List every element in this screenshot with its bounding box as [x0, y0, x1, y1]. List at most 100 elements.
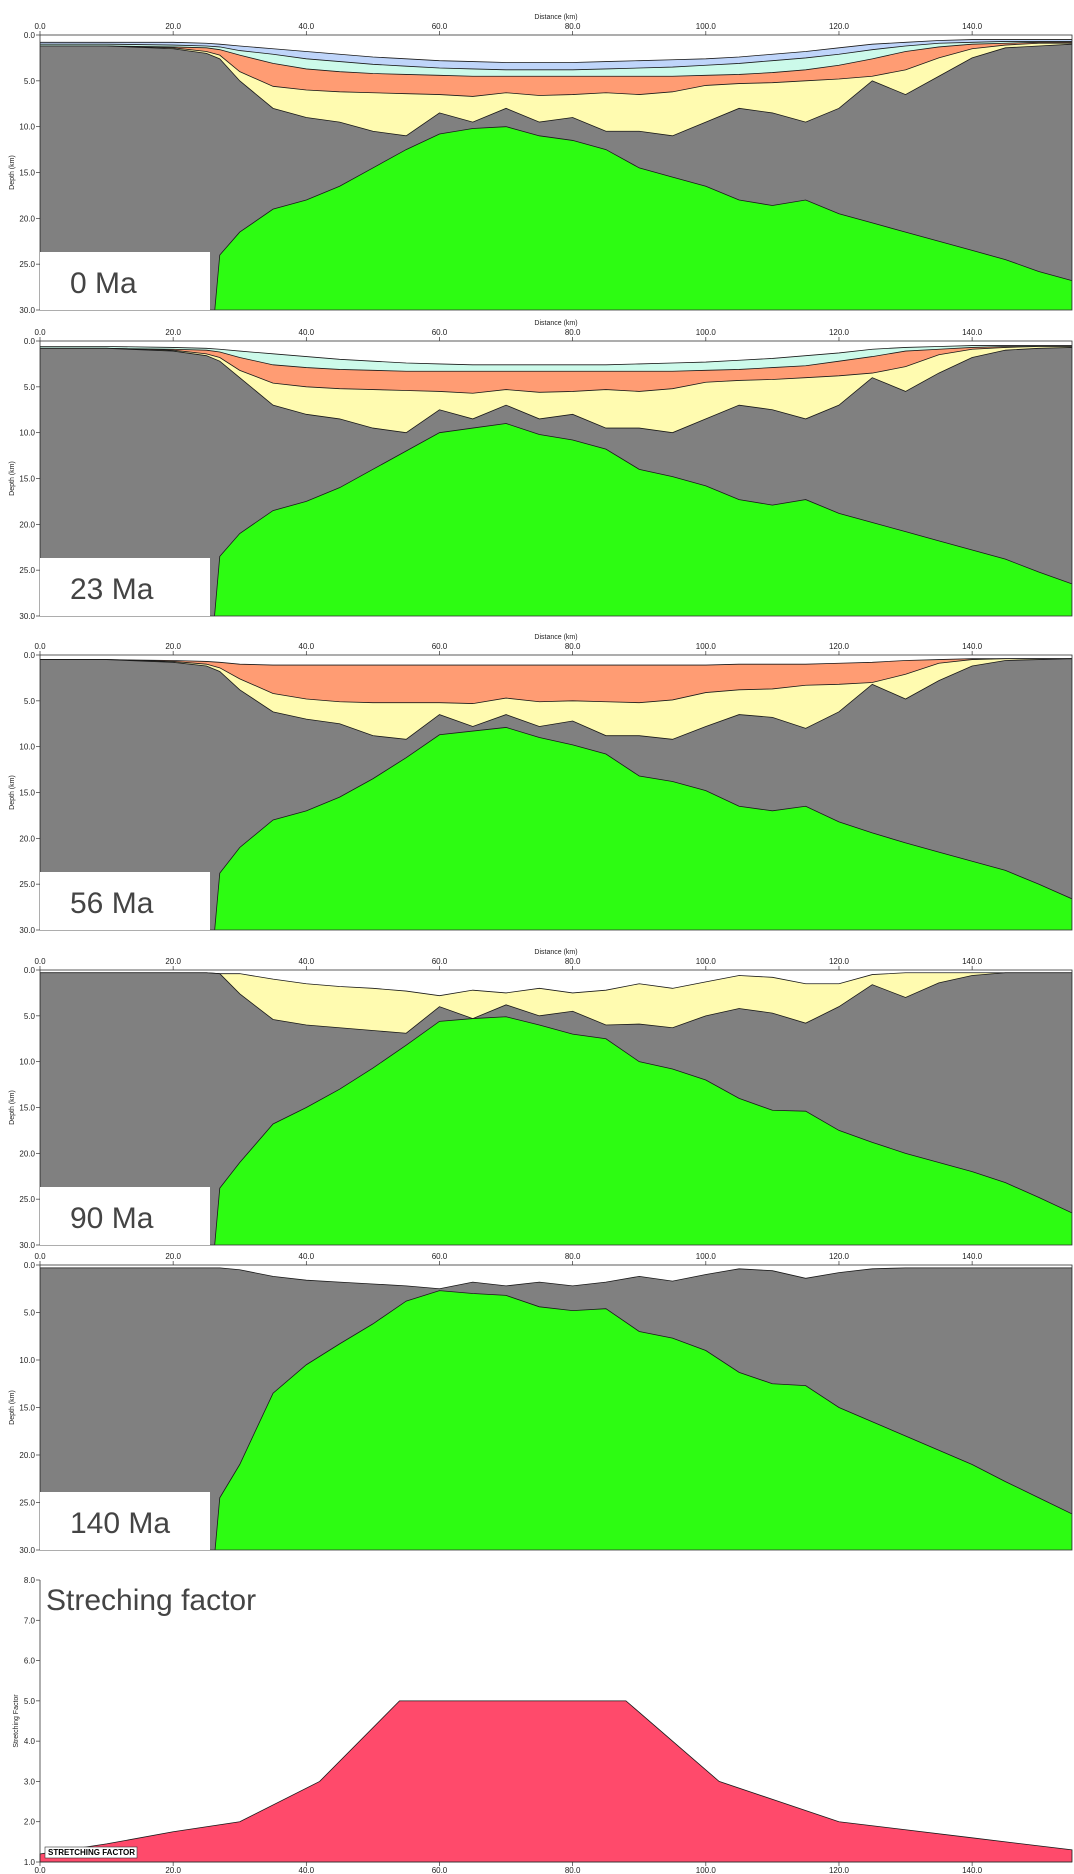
sf-x-tick-label: 60.0 — [432, 1866, 448, 1874]
x-tick-label: 0.0 — [34, 22, 46, 31]
y-tick-label: 5.0 — [24, 1309, 36, 1318]
x-tick-label: 120.0 — [829, 328, 850, 337]
age-label-box — [40, 872, 210, 930]
x-axis-title: Distance (km) — [534, 634, 577, 641]
y-tick-label: 15.0 — [19, 789, 35, 798]
x-tick-label: 20.0 — [165, 1252, 181, 1261]
sf-y-tick-label: 2.0 — [24, 1818, 36, 1827]
x-tick-label: 40.0 — [299, 1252, 315, 1261]
age-label: 90 Ma — [70, 1202, 154, 1235]
x-tick-label: 20.0 — [165, 22, 181, 31]
x-tick-label: 140.0 — [962, 1252, 983, 1261]
y-tick-label: 10.0 — [19, 1058, 35, 1067]
layer-mantle — [214, 1290, 1072, 1550]
stretching-factor-area — [39, 1700, 1073, 1863]
sf-x-tick-label: 40.0 — [299, 1866, 315, 1874]
sf-title: Streching factor — [46, 1584, 256, 1617]
y-tick-label: 25.0 — [19, 1195, 35, 1204]
x-tick-label: 80.0 — [565, 1252, 581, 1261]
sf-y-tick-label: 8.0 — [24, 1576, 36, 1585]
x-tick-label: 40.0 — [299, 22, 315, 31]
y-tick-label: 30.0 — [19, 612, 35, 621]
y-tick-label: 15.0 — [19, 169, 35, 178]
x-tick-label: 0.0 — [34, 642, 46, 651]
y-tick-label: 0.0 — [24, 1261, 36, 1270]
y-tick-label: 10.0 — [19, 1356, 35, 1365]
x-tick-label: 80.0 — [565, 328, 581, 337]
x-tick-label: 120.0 — [829, 957, 850, 966]
sf-legend-label: STRETCHING FACTOR — [48, 1848, 135, 1857]
age-label: 23 Ma — [70, 573, 154, 606]
x-tick-label: 140.0 — [962, 328, 983, 337]
sf-x-tick-label: 140.0 — [962, 1866, 983, 1874]
y-tick-label: 25.0 — [19, 1499, 35, 1508]
y-tick-label: 5.0 — [24, 383, 36, 392]
x-tick-label: 0.0 — [34, 328, 46, 337]
sf-y-tick-label: 3.0 — [24, 1777, 36, 1786]
x-tick-label: 0.0 — [34, 957, 46, 966]
sf-y-axis-title: Stretching Factor — [13, 1694, 20, 1748]
y-tick-label: 30.0 — [19, 1546, 35, 1555]
x-tick-label: 60.0 — [432, 22, 448, 31]
y-tick-label: 25.0 — [19, 260, 35, 269]
x-tick-label: 40.0 — [299, 328, 315, 337]
y-tick-label: 10.0 — [19, 123, 35, 132]
y-tick-label: 5.0 — [24, 1012, 36, 1021]
y-tick-label: 15.0 — [19, 475, 35, 484]
y-tick-label: 0.0 — [24, 337, 36, 346]
x-tick-label: 40.0 — [299, 957, 315, 966]
y-tick-label: 25.0 — [19, 880, 35, 889]
x-tick-label: 140.0 — [962, 22, 983, 31]
x-tick-label: 100.0 — [696, 22, 717, 31]
y-tick-label: 0.0 — [24, 31, 36, 40]
y-axis-title: Depth (km) — [9, 1390, 16, 1425]
x-tick-label: 60.0 — [432, 642, 448, 651]
y-tick-label: 5.0 — [24, 697, 36, 706]
y-tick-label: 0.0 — [24, 651, 36, 660]
section-layers — [40, 1265, 1072, 1550]
x-tick-label: 120.0 — [829, 22, 850, 31]
y-axis-title: Depth (km) — [9, 775, 16, 810]
y-tick-label: 20.0 — [19, 520, 35, 529]
age-label-box — [40, 1187, 210, 1245]
section-layers — [40, 341, 1072, 616]
x-tick-label: 60.0 — [432, 328, 448, 337]
layer-mantle — [214, 1016, 1072, 1245]
sf-y-tick-label: 7.0 — [24, 1616, 36, 1625]
sf-x-tick-label: 120.0 — [829, 1866, 850, 1874]
age-label-box — [40, 558, 210, 616]
y-tick-label: 25.0 — [19, 566, 35, 575]
age-label: 56 Ma — [70, 887, 154, 920]
x-tick-label: 0.0 — [34, 1252, 46, 1261]
x-tick-label: 140.0 — [962, 642, 983, 651]
section-layers — [40, 970, 1072, 1245]
y-tick-label: 20.0 — [19, 834, 35, 843]
sf-x-tick-label: 80.0 — [565, 1866, 581, 1874]
section-layers — [40, 35, 1072, 310]
sf-y-tick-label: 6.0 — [24, 1657, 36, 1666]
x-tick-label: 100.0 — [696, 328, 717, 337]
sf-y-tick-label: 1.0 — [24, 1858, 36, 1867]
y-tick-label: 30.0 — [19, 926, 35, 935]
x-tick-label: 60.0 — [432, 1252, 448, 1261]
sf-y-tick-label: 5.0 — [24, 1697, 36, 1706]
x-tick-label: 120.0 — [829, 1252, 850, 1261]
section-panel-4: 0.0 20.0 40.0 60.0 80.0 100.0 120.0 140.0 0.0 5.0… — [9, 1252, 1073, 1555]
x-tick-label: 100.0 — [696, 1252, 717, 1261]
x-axis-title: Distance (km) — [534, 320, 577, 327]
age-label: 0 Ma — [70, 267, 137, 300]
y-tick-label: 30.0 — [19, 306, 35, 315]
y-tick-label: 0.0 — [24, 966, 36, 975]
layer-mantle — [214, 126, 1072, 310]
age-label-box — [40, 1492, 210, 1550]
age-label-box — [40, 252, 210, 310]
y-tick-label: 15.0 — [19, 1404, 35, 1413]
y-tick-label: 15.0 — [19, 1104, 35, 1113]
sf-x-tick-label: 100.0 — [696, 1866, 717, 1874]
sf-x-tick-label: 0.0 — [34, 1866, 46, 1874]
